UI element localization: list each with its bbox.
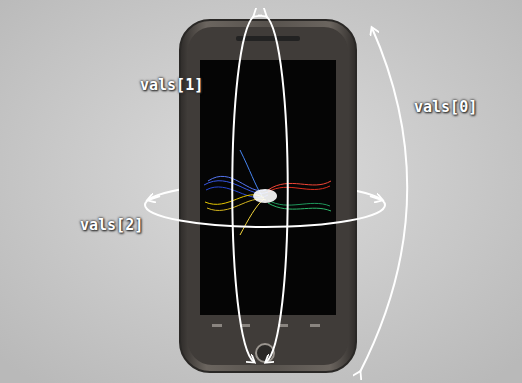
axis-label: vals[2] bbox=[80, 216, 143, 234]
axis-label: vals[1] bbox=[140, 76, 203, 94]
axis-label: vals[0] bbox=[414, 98, 477, 116]
